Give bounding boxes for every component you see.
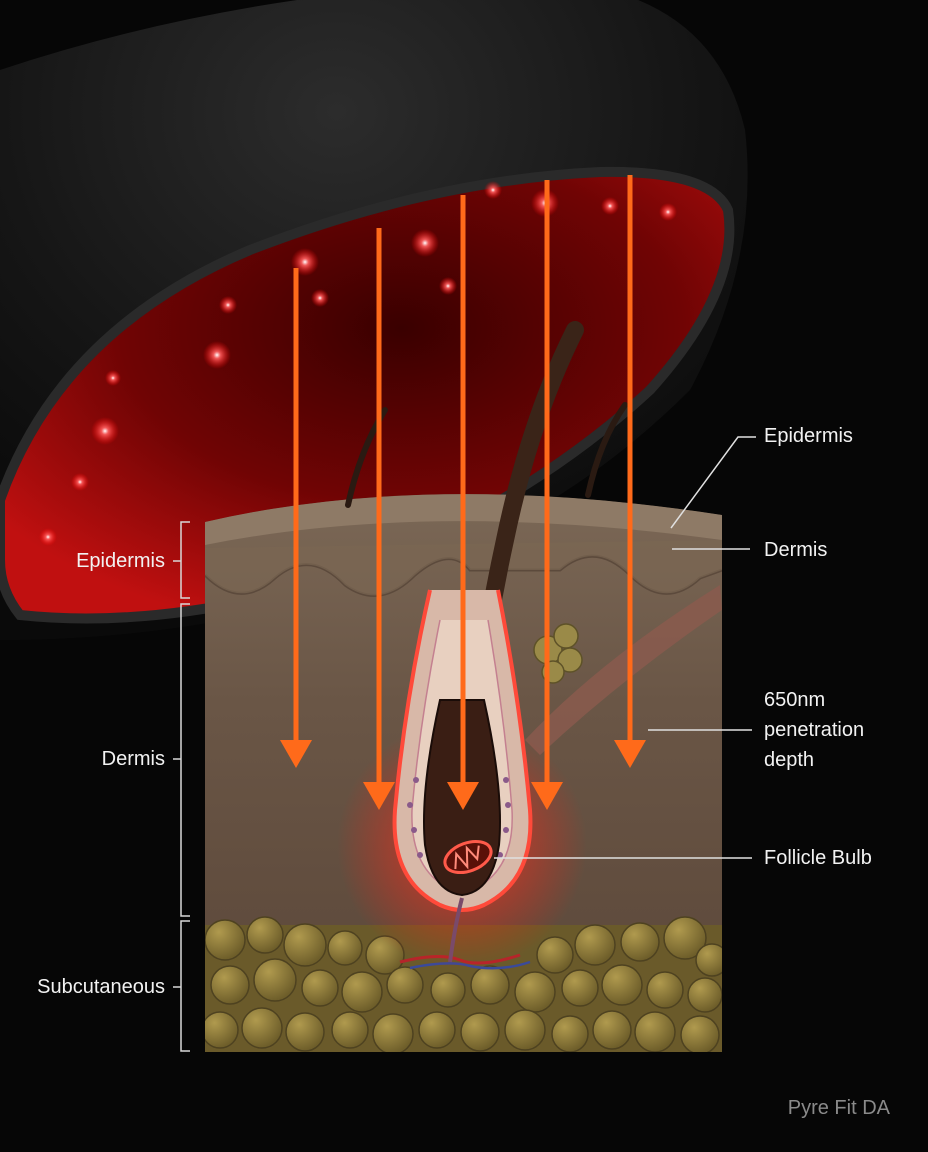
bracket-subcutaneous — [173, 920, 190, 1052]
label-left-subcutaneous: Subcutaneous — [37, 976, 165, 998]
led — [659, 203, 677, 221]
label-right-epidermis: Epidermis — [764, 425, 853, 447]
led — [601, 197, 619, 215]
label-right-dermis: Dermis — [764, 539, 828, 561]
led — [39, 528, 57, 546]
left-brackets — [173, 521, 190, 1052]
led — [71, 473, 89, 491]
leader-epidermis — [670, 436, 756, 529]
label-left-epidermis: Epidermis — [76, 550, 165, 572]
led — [203, 341, 231, 369]
label-penetration-depth: 650nm penetration depth — [764, 685, 914, 775]
bracket-dermis — [173, 603, 190, 917]
light-arrow — [363, 228, 395, 810]
follicle-cells — [407, 777, 511, 858]
label-penetration-line-1: 650nm — [764, 689, 826, 711]
label-follicle-bulb: Follicle Bulb — [764, 847, 872, 869]
mitochondrion-icon — [443, 839, 493, 875]
label-penetration-line-2: penetration — [764, 719, 865, 741]
arrector-pili-muscle — [525, 585, 722, 755]
hair-follicle — [337, 589, 587, 970]
label-left-dermis: Dermis — [101, 748, 165, 770]
watermark: Pyre Fit DA — [787, 1097, 890, 1119]
led-lights — [39, 181, 677, 546]
light-arrows — [280, 175, 646, 810]
label-penetration-line-3: depth — [764, 749, 815, 771]
light-arrow — [531, 180, 563, 810]
led — [105, 370, 121, 386]
led — [311, 289, 329, 307]
led — [484, 181, 502, 199]
light-arrow — [614, 175, 646, 768]
light-arrow — [447, 195, 479, 810]
led — [411, 229, 439, 257]
right-leader-lines — [494, 436, 756, 859]
led — [219, 296, 237, 314]
dermal-papilla-stalk — [448, 897, 464, 963]
hair-shaft — [585, 402, 628, 498]
bracket-epidermis — [173, 521, 190, 599]
led — [91, 417, 119, 445]
led — [439, 277, 457, 295]
subcutaneous-fat — [205, 916, 722, 1052]
light-arrow — [280, 268, 312, 768]
